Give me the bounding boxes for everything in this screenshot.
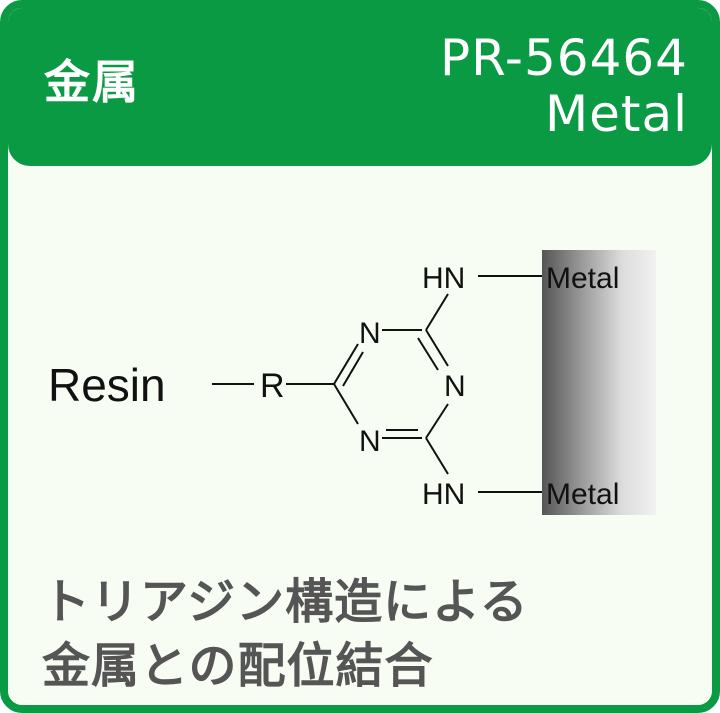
triazine-structure-diagram: Resin R N N N HN (48, 250, 656, 515)
caption-line-1: トリアジン構造による (42, 574, 529, 630)
metal-label-top: Metal (546, 262, 619, 295)
header-band: 金属 PR-56464 Metal (8, 8, 712, 166)
ring-amine-top-bond (425, 293, 449, 331)
product-code-block: PR-56464 Metal (440, 30, 688, 142)
ring-atom-n-right: N (444, 370, 466, 403)
description-caption: トリアジン構造による 金属との配位結合 (42, 570, 529, 698)
metal-surface (542, 250, 656, 515)
amine-top: HN (422, 262, 465, 295)
ring-atom-n-top: N (359, 317, 381, 350)
ring-amine-bottom-bond (425, 437, 449, 475)
resin-label: Resin (48, 359, 166, 411)
triazine-ring (333, 329, 449, 439)
product-subtitle: Metal (544, 85, 688, 143)
metal-label-bottom: Metal (546, 478, 619, 511)
r-label: R (260, 367, 285, 405)
caption-line-2: 金属との配位結合 (42, 638, 434, 694)
ring-atom-n-bottom: N (359, 425, 381, 458)
amine-bottom: HN (422, 478, 465, 511)
category-title: 金属 (44, 55, 140, 109)
product-code: PR-56464 (440, 29, 688, 87)
